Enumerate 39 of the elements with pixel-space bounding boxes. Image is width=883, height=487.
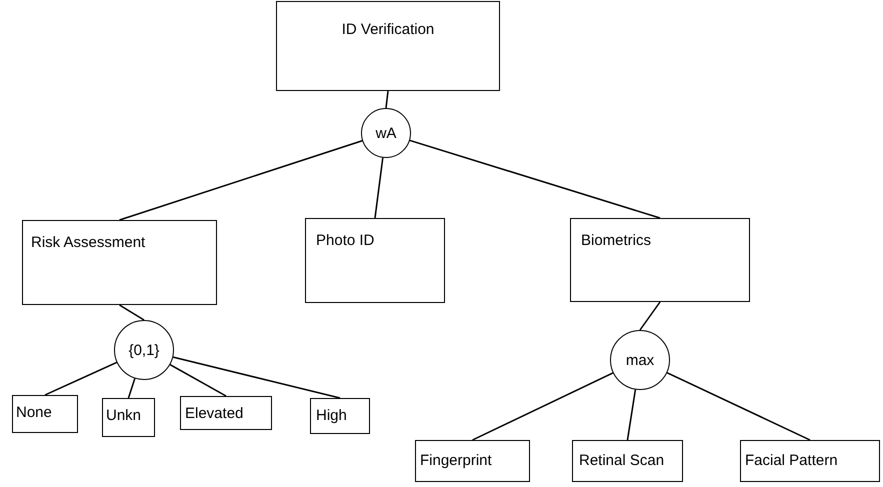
connector-line — [172, 356, 340, 399]
node-box — [570, 218, 750, 302]
node-label: None — [16, 403, 52, 422]
connector-line — [666, 372, 810, 441]
connector-line — [385, 90, 389, 108]
node-box — [415, 440, 530, 482]
node-box — [572, 440, 683, 482]
node-label: max — [626, 352, 654, 368]
connector-line — [410, 140, 660, 219]
node-box — [22, 220, 217, 305]
node-label: High — [316, 406, 347, 426]
connector-line — [119, 140, 362, 221]
node-label: Unkn — [106, 406, 142, 426]
node-box — [12, 395, 78, 433]
node-box — [102, 398, 155, 437]
connector-line — [128, 378, 136, 398]
node-label: Retinal Scan — [579, 451, 664, 470]
connector-line — [170, 364, 226, 397]
node-label: Elevated — [185, 404, 244, 424]
node-box — [310, 398, 370, 434]
node-box — [276, 1, 500, 91]
node-label: Fingerprint — [420, 451, 492, 470]
node-label: Biometrics — [581, 231, 652, 250]
node-label: Risk Assessment — [31, 233, 146, 252]
node-label: wA — [376, 124, 396, 142]
connector-line — [626, 390, 636, 440]
connector-line — [374, 158, 384, 218]
node-label: ID Verification — [342, 20, 434, 40]
node-box — [740, 440, 880, 482]
node-label: {0,1} — [128, 342, 160, 358]
node-box — [305, 218, 445, 303]
node-box — [180, 396, 272, 430]
connector-line — [472, 372, 614, 441]
operator-circle — [361, 108, 411, 158]
connector-line — [44, 362, 117, 396]
node-label: Photo ID — [316, 231, 374, 250]
connector-line — [639, 302, 661, 330]
node-label: Facial Pattern — [745, 451, 838, 470]
connector-line — [119, 304, 144, 321]
